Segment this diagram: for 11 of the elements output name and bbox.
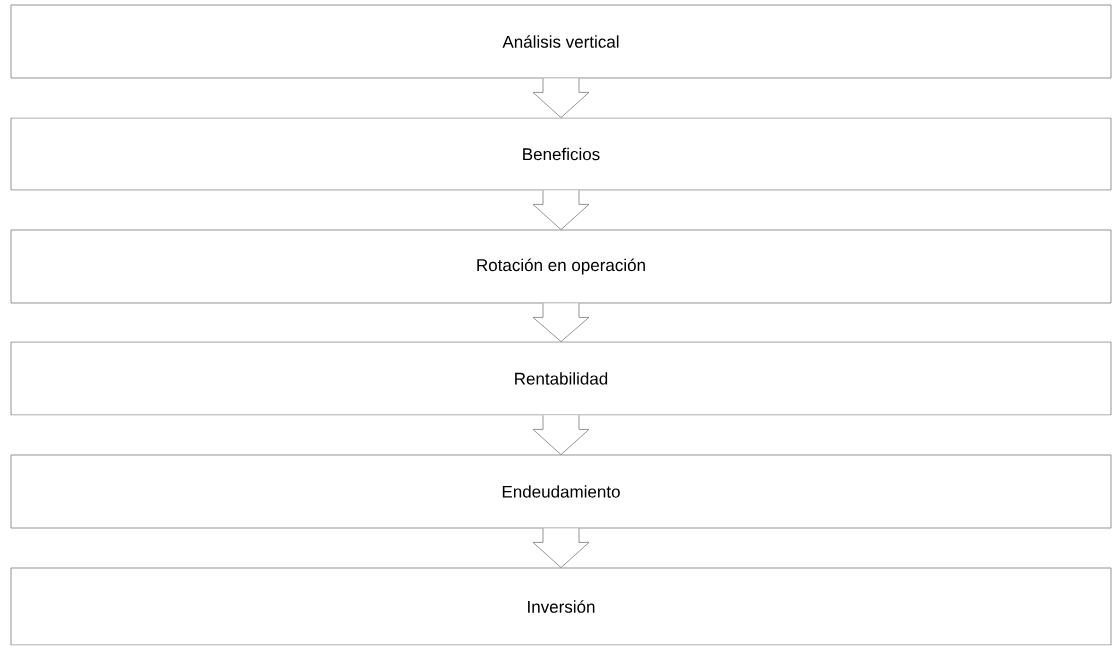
process-box: Inversión [10, 567, 1112, 646]
block-arrow [532, 190, 590, 230]
process-box: Análisis vertical [10, 4, 1112, 79]
process-box: Rentabilidad [10, 341, 1112, 416]
process-box: Beneficios [10, 117, 1112, 191]
block-arrow [532, 528, 590, 568]
process-box: Rotación en operación [10, 229, 1112, 304]
block-arrow [532, 78, 590, 118]
block-arrow [532, 415, 590, 455]
process-box: Endeudamiento [10, 454, 1112, 529]
block-arrow [532, 303, 590, 342]
